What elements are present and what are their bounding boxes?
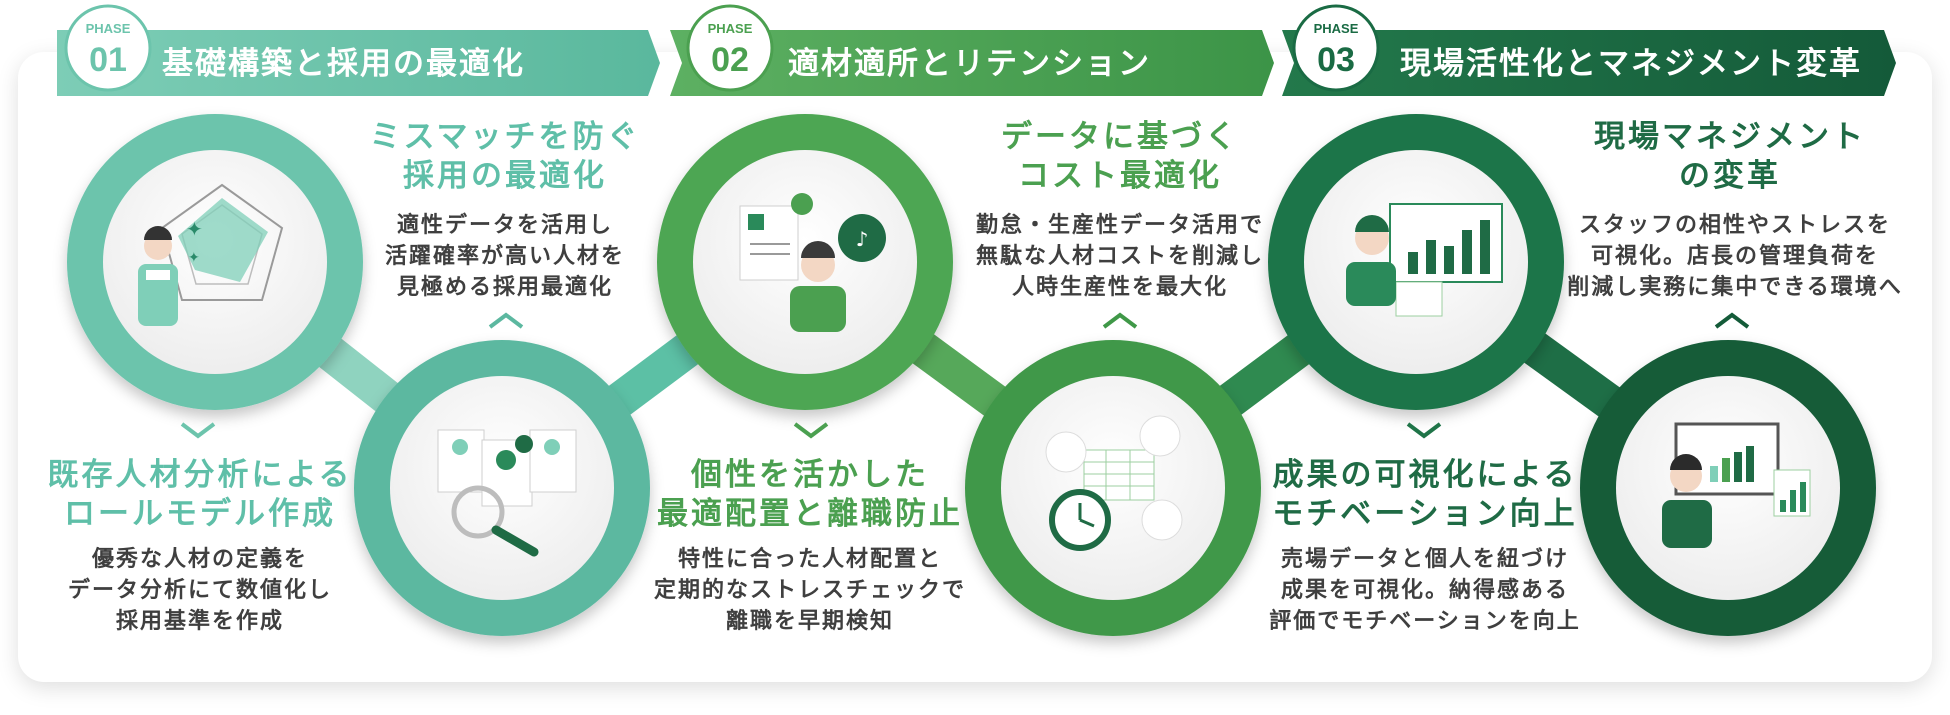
step-2-title: ミスマッチを防ぐ 採用の最適化 [340,118,670,196]
svg-text:✦: ✦ [188,250,200,266]
step-3-title: 個性を活かした 最適配置と離職防止 [625,456,995,534]
chevron-up-icon [490,315,522,327]
svg-text:♪: ♪ [856,227,869,251]
svg-text:✦: ✦ [186,217,203,241]
step-4-description: 勤怠・生産性データ活用で 無駄な人材コストを削減し 人時生産性を最大化 [945,210,1295,303]
step-4-title: データに基づく コスト最適化 [960,118,1280,196]
chevron-down-icon [182,424,214,436]
step-2-description: 適性データを活用し 活躍確率が高い人材を 見極める採用最適化 [340,210,670,303]
phase-1-title: 基礎構築と採用の最適化 [162,46,525,82]
chevron-down-icon [795,424,827,436]
step-1-title: 既存人材分析による ロールモデル作成 [40,456,360,534]
step-5-title: 成果の可視化による モチベーション向上 [1250,456,1600,534]
step-5-description: 売場データと個人を紐づけ 成果を可視化。納得感ある 評価でモチベーションを向上 [1240,544,1610,637]
phase-1-number: 01 [89,41,127,79]
chevron-up-icon [1716,315,1748,327]
step-3-description: 特性に合った人材配置と 定期的なストレスチェックで 離職を早期検知 [625,544,995,637]
phase-3-number: 03 [1317,41,1355,79]
step-6-title: 現場マネジメント の変革 [1570,118,1890,196]
phase-3-tag: PHASE [1314,21,1359,36]
phase-3-title: 現場活性化とマネジメント変革 [1400,46,1862,82]
chevron-up-icon [1104,315,1136,327]
phase-2-number: 02 [711,41,749,79]
step-6-description: スタッフの相性やストレスを 可視化。店長の管理負荷を 削減し実務に集中できる環境… [1555,210,1915,303]
phase-banner-1: PHASE 01 基礎構築と採用の最適化 [57,6,660,96]
step-1-description: 優秀な人材の定義を データ分析にて数値化し 採用基準を作成 [40,544,360,637]
phase-banner-3: PHASE 03 現場活性化とマネジメント変革 [1282,6,1896,96]
phase-2-tag: PHASE [708,21,753,36]
chevron-down-icon [1408,424,1440,436]
phase-banner-2: PHASE 02 適材適所とリテンション [670,6,1274,96]
phase-2-title: 適材適所とリテンション [788,46,1151,82]
phase-1-tag: PHASE [86,21,131,36]
